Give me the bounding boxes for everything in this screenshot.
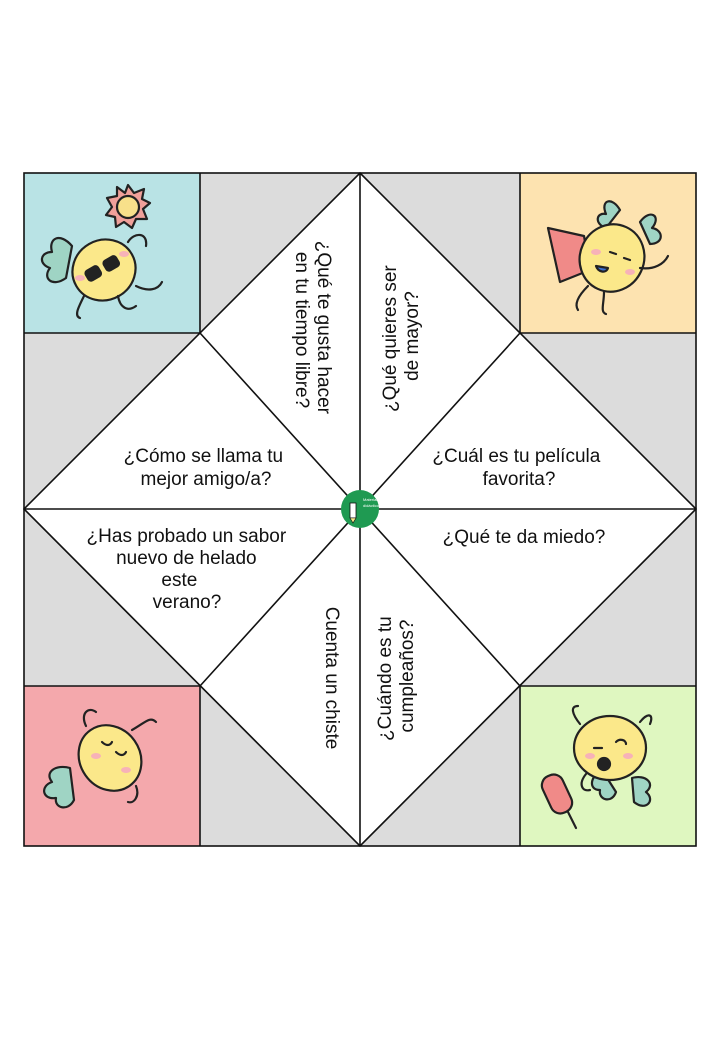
question-hobby: ¿Qué te gusta hacer en tu tiempo libre? xyxy=(291,241,334,420)
question-fear: ¿Qué te da miedo? xyxy=(443,527,606,548)
svg-text:Material: Material xyxy=(363,497,377,502)
pencil-logo-icon: Material didáctico xyxy=(341,490,380,528)
svg-text:didáctico: didáctico xyxy=(363,503,380,508)
pineapple-popsicle-icon xyxy=(540,704,653,830)
question-future: ¿Qué quieres ser de mayor? xyxy=(380,260,423,412)
pineapple-sunglasses-sun-icon xyxy=(40,183,164,320)
pineapple-sleeping-icon xyxy=(43,708,158,809)
question-friend: ¿Cómo se llama tu mejor amigo/a? xyxy=(124,446,289,490)
question-birthday: ¿Cuándo es tu cumpleaños? xyxy=(375,611,418,741)
pineapple-superhero-icon xyxy=(546,200,670,316)
question-joke: Cuenta un chiste xyxy=(321,607,342,750)
question-movie: ¿Cuál es tu película favorita? xyxy=(432,446,605,490)
question-icecream: ¿Has probado un sabor nuevo de helado es… xyxy=(87,526,292,613)
